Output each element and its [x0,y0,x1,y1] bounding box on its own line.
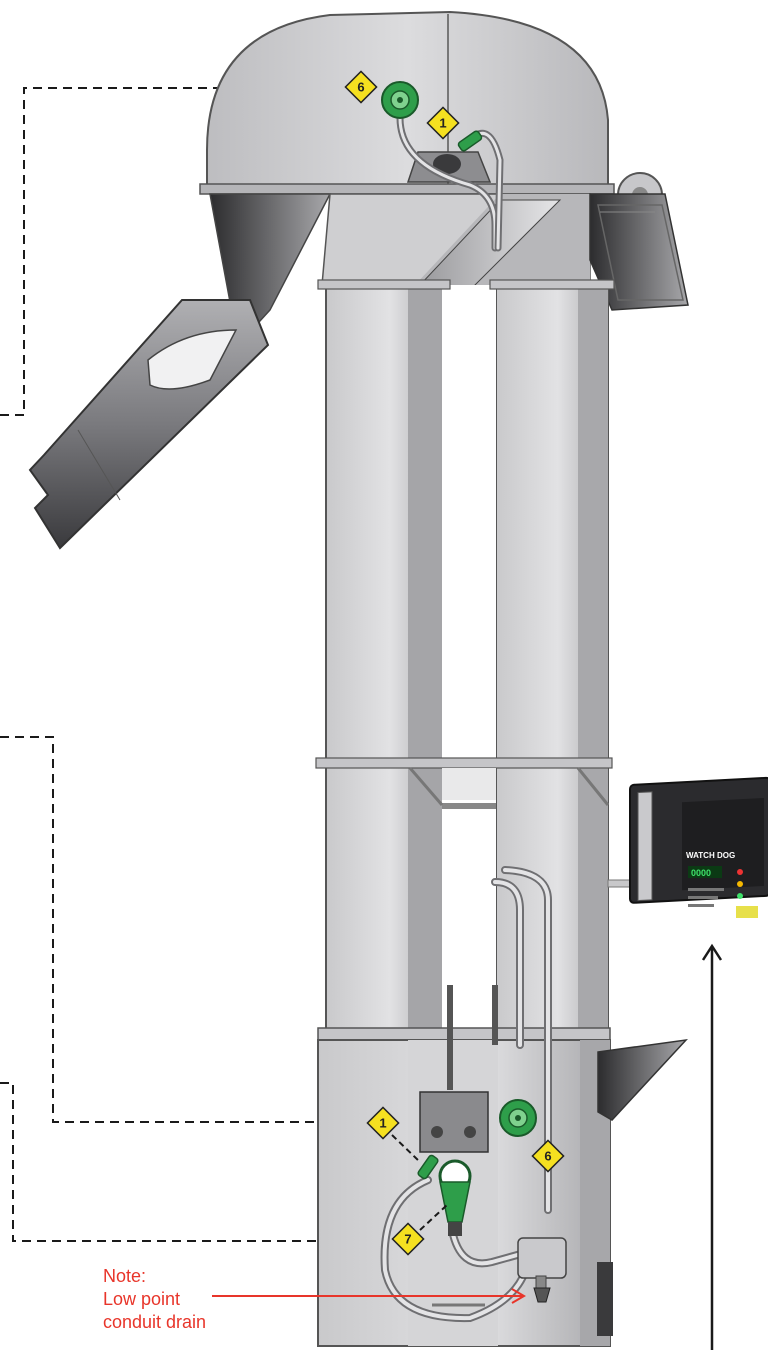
leader-boot-sensor-1-tip [391,1134,421,1163]
svg-text:1: 1 [379,1116,386,1131]
leader-boot-sensor-1 [0,736,372,1123]
leader-head-sensor-6 [0,87,350,416]
boot-bearing-sensor-icon [417,1154,439,1180]
note-title: Note: [103,1266,147,1286]
note-line-3: conduit drain [103,1312,207,1332]
belt-alignment-sensor-icon [438,1159,472,1236]
conduit-runs [380,114,639,1323]
control-panel: WATCH DOG 0000 [629,776,768,918]
svg-text:7: 7 [404,1232,411,1247]
boot-speed-sensor-icon [499,1099,537,1137]
conduit-drain-icon [533,1287,551,1303]
elevator-head [199,10,663,218]
note-line-2: Low point [103,1289,181,1309]
svg-text:6: 6 [357,80,364,95]
note-arrow [212,1288,526,1304]
conduit-leader-lines [0,87,400,1242]
marker-boot-sensor-1: 1 [366,1106,400,1140]
control-panel-brand: WATCH DOG [686,851,735,860]
svg-text:6: 6 [544,1149,551,1164]
marker-head-sensor-6: 6 [344,70,378,104]
marker-boot-sensor-6: 6 [531,1139,565,1173]
conduit-drain-note: Note: Low point conduit drain [103,1265,206,1334]
arrow-up-icon [701,943,723,1350]
elevator-boot [317,985,688,1347]
control-panel-display: 0000 [691,868,711,878]
head-bearing-sensor-icon [457,130,483,152]
discharge-spout [28,193,332,550]
junction-box [517,1237,567,1289]
marker-boot-sensor-7: 7 [391,1222,425,1256]
leader-boot-sensor-7 [0,1082,400,1242]
elevator-legs [315,279,615,1046]
marker-head-sensor-1: 1 [426,106,460,140]
svg-text:1: 1 [439,116,446,131]
leader-boot-sensor-7-tip [419,1204,448,1231]
head-speed-sensor-icon [381,81,419,119]
